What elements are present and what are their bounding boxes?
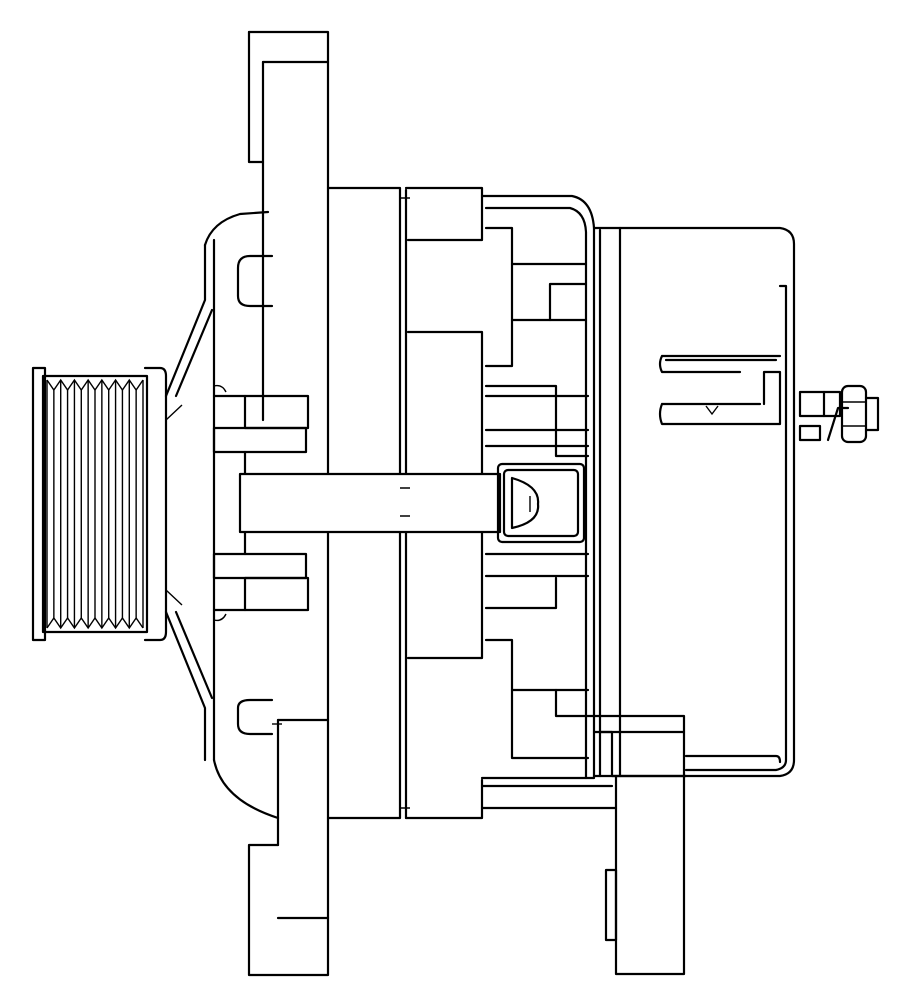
rear-bearing-cap (496, 462, 586, 544)
rear-housing-cage (480, 194, 596, 780)
rear-mounting-foot (480, 714, 688, 976)
output-terminal (658, 354, 880, 444)
housing-join-line (272, 718, 330, 725)
pulley-grooves (46, 378, 144, 630)
rotor-shaft (238, 472, 502, 534)
rear-cover (592, 226, 796, 778)
front-bearing-area (212, 254, 310, 736)
serpentine-pulley (31, 366, 168, 642)
front-mounting-ear (247, 30, 330, 977)
front-housing-cone (164, 210, 280, 820)
